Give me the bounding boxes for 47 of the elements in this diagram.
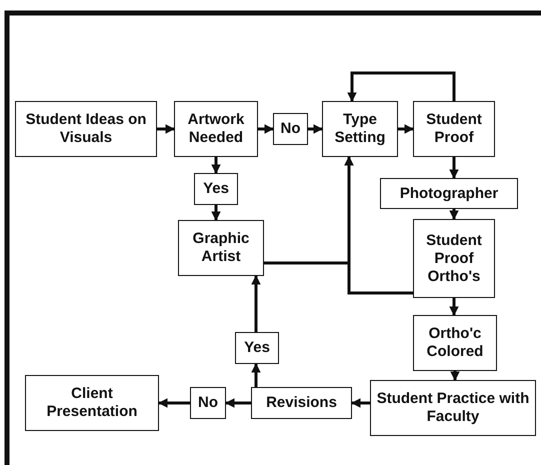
process-box	[235, 332, 279, 364]
process-box	[380, 178, 518, 209]
box-label: Yes	[244, 339, 270, 357]
process-box	[15, 101, 157, 157]
process-box	[273, 113, 308, 145]
box-label: Graphic Artist	[192, 230, 250, 266]
process-box	[194, 173, 238, 205]
box-label: Student Proof	[425, 111, 483, 147]
box-label: Client Presentation	[46, 385, 138, 421]
process-box	[25, 375, 159, 431]
arrow	[211, 157, 221, 174]
arrow	[158, 398, 190, 408]
arrow	[211, 205, 221, 221]
box-label: Yes	[203, 180, 229, 198]
process-box	[322, 101, 398, 157]
box-label: Artwork Needed	[186, 111, 246, 147]
arrow	[351, 398, 370, 408]
box-label: Type Setting	[334, 111, 386, 147]
arrow	[308, 124, 323, 134]
arrow	[449, 298, 459, 316]
process-box	[178, 220, 264, 276]
box-label: Student Practice with Faculty	[376, 390, 530, 426]
box-label: Ortho'c Colored	[426, 325, 484, 361]
process-box	[370, 380, 536, 436]
arrow	[449, 157, 459, 179]
arrow	[344, 156, 413, 294]
arrow	[347, 72, 456, 102]
process-box	[413, 219, 495, 298]
arrow	[258, 124, 274, 134]
box-label: Photographer	[400, 184, 498, 202]
process-box	[174, 101, 258, 157]
box-label: Revisions	[266, 394, 337, 412]
box-label: No	[198, 394, 218, 412]
arrow	[450, 371, 460, 381]
arrow	[157, 124, 175, 134]
arrow	[449, 209, 459, 220]
box-label: Student Ideas on Visuals	[24, 111, 148, 147]
process-box	[190, 387, 226, 419]
process-box	[413, 101, 495, 157]
arrow	[251, 363, 261, 387]
arrow	[398, 124, 414, 134]
arrow	[251, 275, 261, 332]
box-label: No	[280, 120, 300, 138]
process-box	[413, 315, 497, 371]
process-box	[251, 387, 352, 419]
box-label: Student Proof Ortho's	[425, 232, 483, 286]
arrow	[225, 398, 251, 408]
